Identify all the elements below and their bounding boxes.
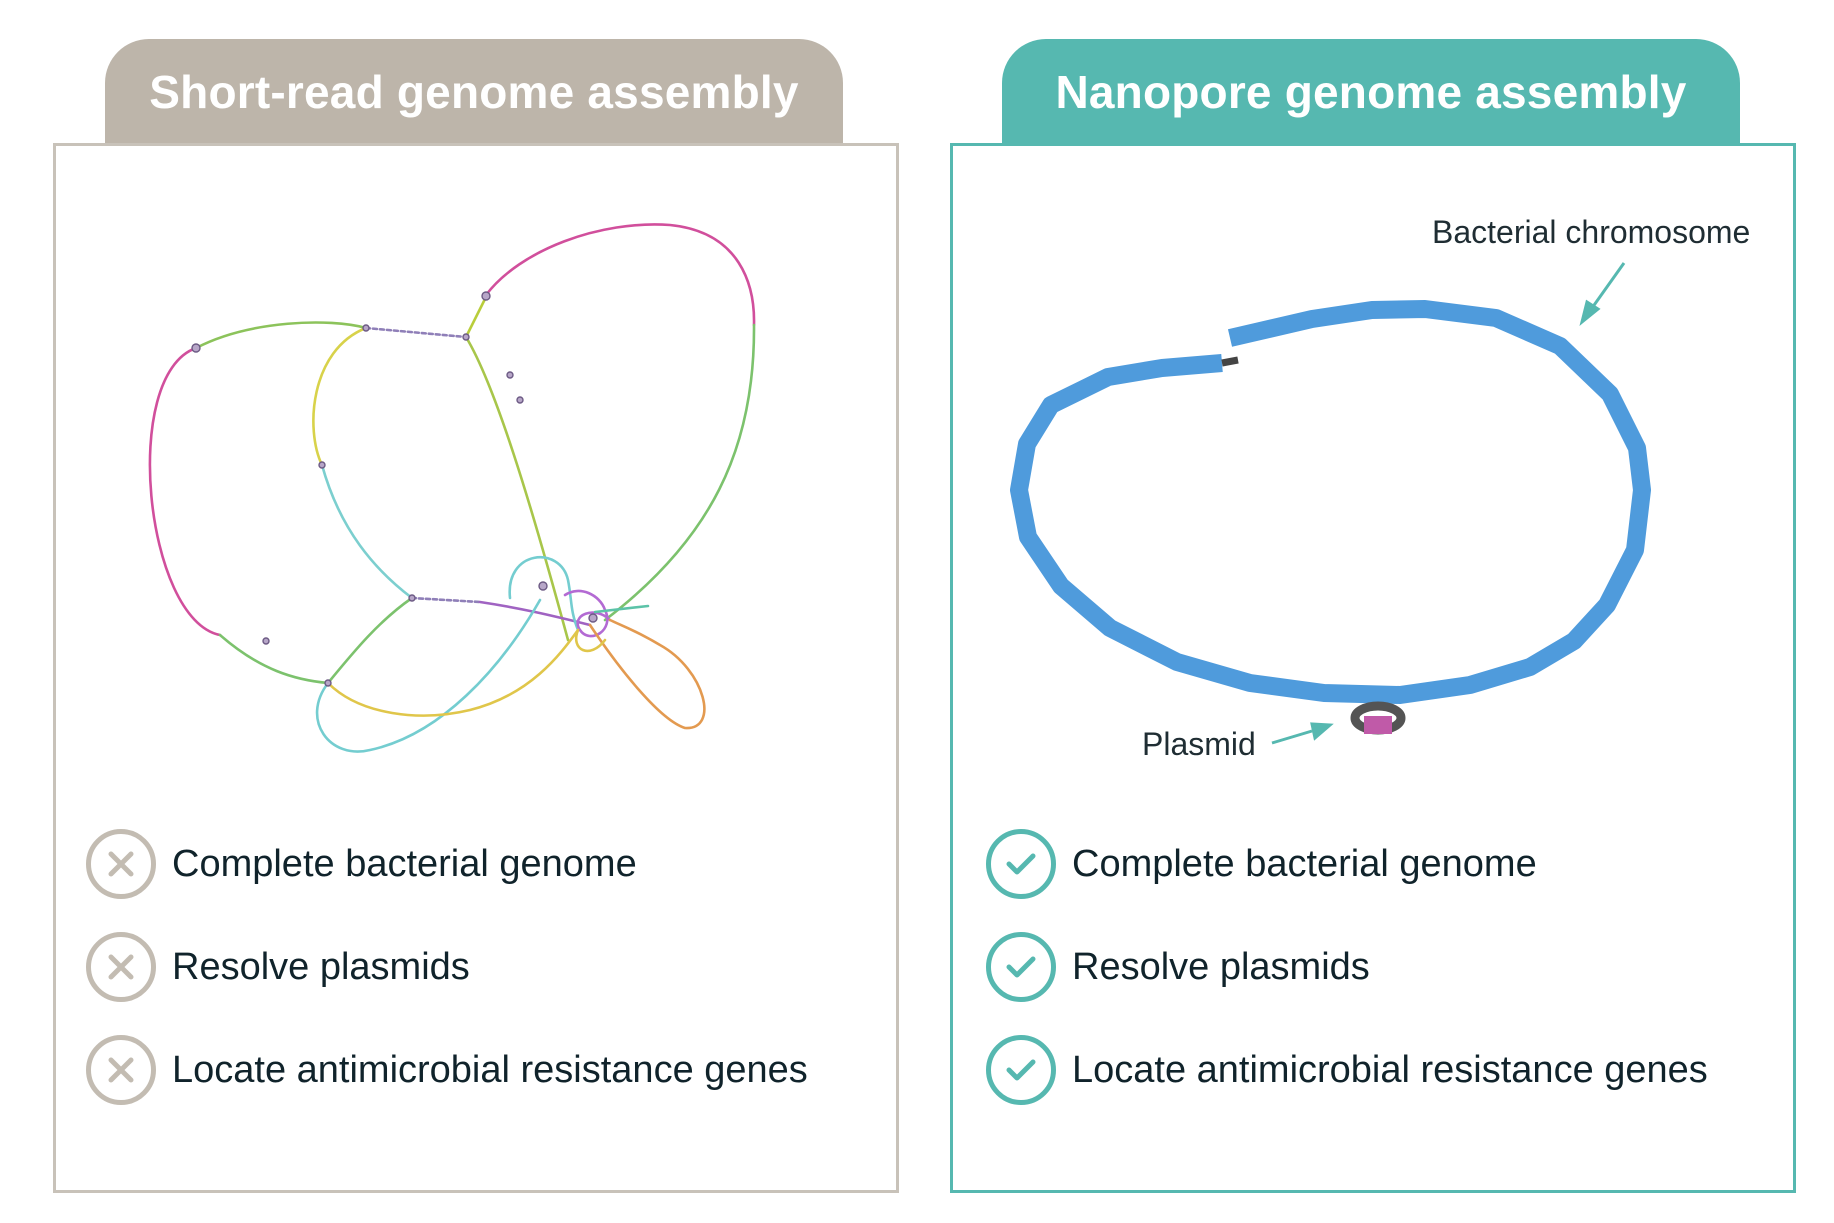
graph-node (462, 333, 470, 341)
contig-path (588, 618, 706, 730)
cross-icon (86, 932, 156, 1002)
contig-path (603, 323, 756, 622)
graph-node (318, 461, 326, 469)
cross-icon (86, 1035, 156, 1105)
contig-path (410, 596, 482, 604)
check-icon (986, 829, 1056, 899)
check-icon (986, 1035, 1056, 1105)
graph-node (538, 581, 548, 591)
contig-path (320, 463, 414, 600)
cross-icon (86, 829, 156, 899)
graph-node (481, 291, 491, 301)
feature-row-complete-genome: Complete bacterial genome (986, 826, 1537, 902)
contig-path (326, 628, 580, 717)
graph-node (362, 324, 370, 332)
plasmid-arrowhead (1310, 722, 1334, 741)
graph-node (516, 396, 524, 404)
nanopore-assembly-graph (1010, 262, 1651, 745)
contig-path (315, 598, 542, 753)
chromosome-contig (1010, 300, 1651, 704)
plasmid-arrow (1271, 729, 1313, 745)
feature-label: Resolve plasmids (1072, 945, 1370, 988)
graph-node (588, 613, 598, 623)
contig-path (464, 295, 488, 339)
chromosome-gap (1221, 356, 1239, 367)
short-read-assembly-graph (148, 223, 756, 753)
short-read-panel-title: Short-read genome assembly (105, 39, 843, 145)
check-icon (986, 932, 1056, 1002)
graph-node (191, 343, 201, 353)
chromosome-arrowhead (1579, 299, 1601, 327)
feature-row-amr-genes: Locate antimicrobial resistance genes (986, 1032, 1708, 1108)
contig-path (218, 633, 330, 685)
graph-node (408, 594, 416, 602)
chromosome-label: Bacterial chromosome (1432, 214, 1751, 250)
contig-path (364, 326, 468, 339)
nanopore-panel-title: Nanopore genome assembly (1002, 39, 1740, 145)
contig-path (148, 346, 222, 637)
feature-label: Locate antimicrobial resistance genes (1072, 1048, 1708, 1091)
plasmid-gene (1364, 716, 1392, 734)
feature-label: Complete bacterial genome (1072, 842, 1537, 885)
feature-row-resolve-plasmids: Resolve plasmids (86, 929, 470, 1005)
feature-label: Resolve plasmids (172, 945, 470, 988)
feature-row-amr-genes: Locate antimicrobial resistance genes (86, 1032, 808, 1108)
contig-path (326, 596, 414, 685)
feature-row-complete-genome: Complete bacterial genome (86, 826, 637, 902)
contig-path (194, 321, 368, 350)
contig-path (312, 326, 368, 467)
contig-path (575, 628, 607, 653)
contig-path (484, 223, 756, 327)
feature-label: Locate antimicrobial resistance genes (172, 1048, 808, 1091)
feature-label: Complete bacterial genome (172, 842, 637, 885)
graph-node (506, 371, 514, 379)
graph-node (262, 637, 270, 645)
contig-path (593, 604, 650, 614)
graph-node (324, 679, 332, 687)
chromosome-arrow (1590, 262, 1626, 309)
contig-path (508, 556, 580, 632)
contig-path (464, 335, 570, 642)
feature-row-resolve-plasmids: Resolve plasmids (986, 929, 1370, 1005)
plasmid-label: Plasmid (1142, 726, 1256, 762)
